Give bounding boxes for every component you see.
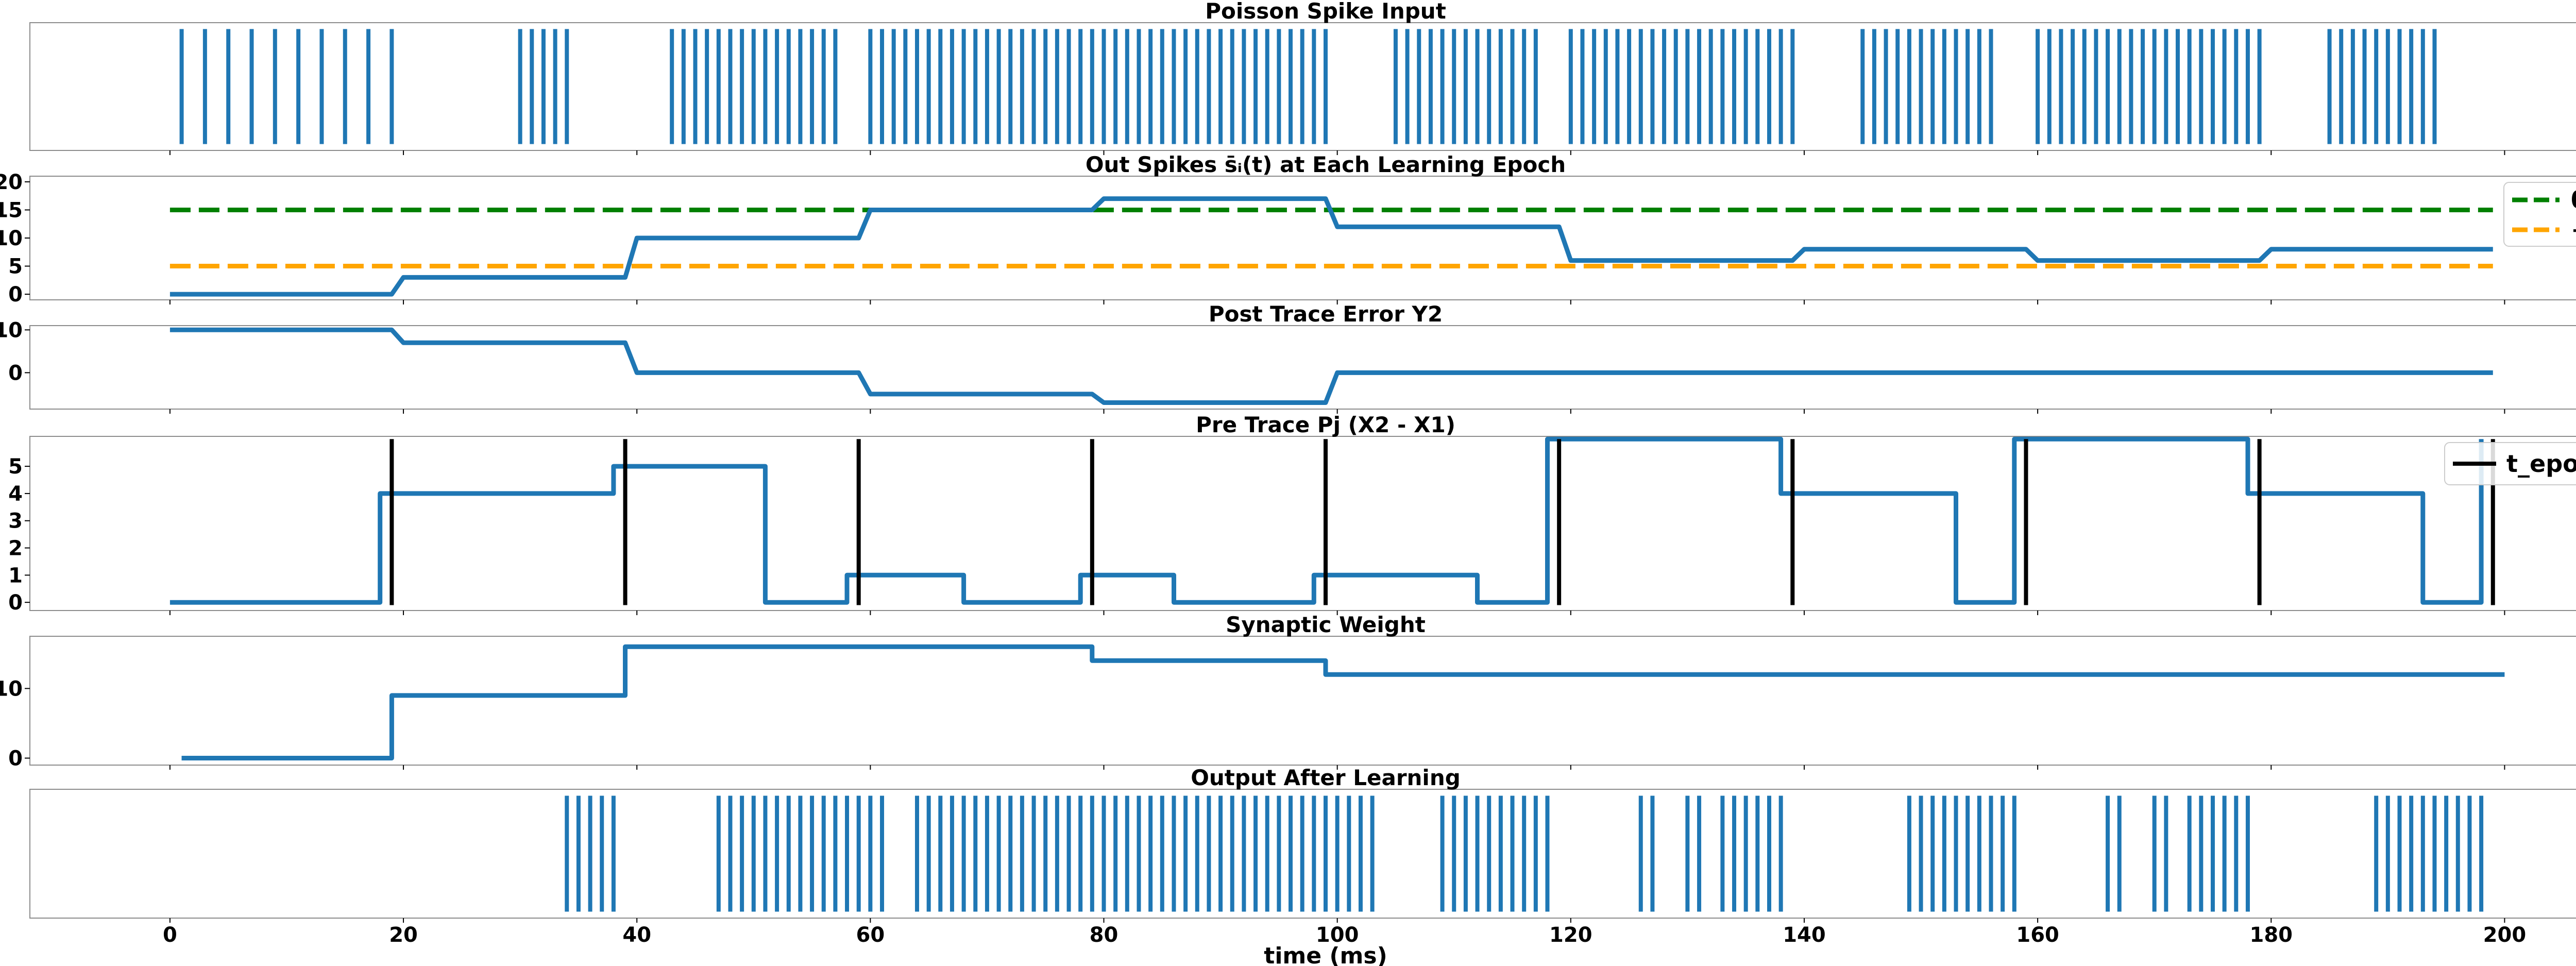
panel-title: Synaptic Weight (1226, 612, 1426, 637)
panel-title: Post Trace Error Y2 (1209, 301, 1443, 327)
x-tick-label: 120 (1549, 923, 1592, 947)
panel-frame (29, 789, 2576, 919)
x-tick-label: 140 (1783, 923, 1826, 947)
y-tick-label: 0 (8, 747, 23, 770)
panel-title: Poisson Spike Input (1205, 0, 1446, 24)
panel-2: Out Spikes s̄ᵢ(t) at Each Learning Epoch… (0, 152, 2576, 307)
y-tick-label: 3 (8, 510, 23, 533)
panel-5: Synaptic Weight 0 10 (0, 612, 2576, 770)
y-tick-label: 0 (8, 361, 23, 385)
y-tick-label: 15 (0, 198, 23, 222)
panel-title: Output After Learning (1191, 765, 1461, 790)
x-tick-label: 180 (2250, 923, 2293, 947)
x-axis-label: time (ms) (1264, 943, 1387, 966)
legend-label: t_epoch (2506, 450, 2576, 478)
series-line (170, 436, 2484, 605)
series-line (170, 327, 2493, 405)
panel-1: Poisson Spike Input (29, 0, 2576, 155)
panel-title: Out Spikes s̄ᵢ(t) at Each Learning Epoch (1086, 152, 1566, 177)
y-tick-label: 0 (8, 591, 23, 615)
y-tick-label: 5 (8, 255, 23, 279)
panel-frame (29, 22, 2576, 151)
legend-box (2503, 182, 2576, 247)
x-tick-label: 40 (622, 923, 651, 947)
panel-frame (29, 636, 2576, 766)
legend-box (2444, 442, 2576, 485)
x-tick-label: 60 (856, 923, 885, 947)
panel-title: Pre Trace Pj (X2 - X1) (1196, 412, 1455, 437)
y-tick-label: 0 (8, 283, 23, 307)
x-tick-label: 20 (389, 923, 418, 947)
x-tick-label: 100 (1316, 923, 1359, 947)
y-tick-label: 2 (8, 537, 23, 561)
x-tick-label: 80 (1090, 923, 1118, 947)
x-tick-label: 0 (163, 923, 177, 947)
panel-3: Post Trace Error Y2 0 10 (0, 301, 2576, 414)
y-tick-label: 20 (0, 171, 23, 194)
panel-6: Output After Learning 0 20 40 60 80 100 120 140 1… (29, 765, 2576, 966)
y-tick-label: 10 (0, 227, 23, 250)
legend-label: −θ (2571, 216, 2576, 244)
series-line (181, 644, 2505, 760)
panel-4: Pre Trace Pj (X2 - X1) 0 1 2 3 4 5 t_epoch (8, 412, 2576, 615)
x-tick-label: 160 (2016, 923, 2059, 947)
y-tick-label: 5 (8, 455, 23, 479)
x-tick-label: 200 (2483, 923, 2527, 947)
panel-frame (29, 325, 2576, 410)
y-tick-label: 4 (8, 482, 23, 506)
panel-frame (29, 176, 2576, 300)
y-tick-label: 10 (0, 318, 23, 342)
y-tick-label: 10 (0, 677, 23, 701)
y-tick-label: 1 (8, 564, 23, 587)
legend-label: θ (2571, 186, 2576, 214)
series-line (170, 196, 2493, 297)
panel-frame (29, 436, 2576, 611)
